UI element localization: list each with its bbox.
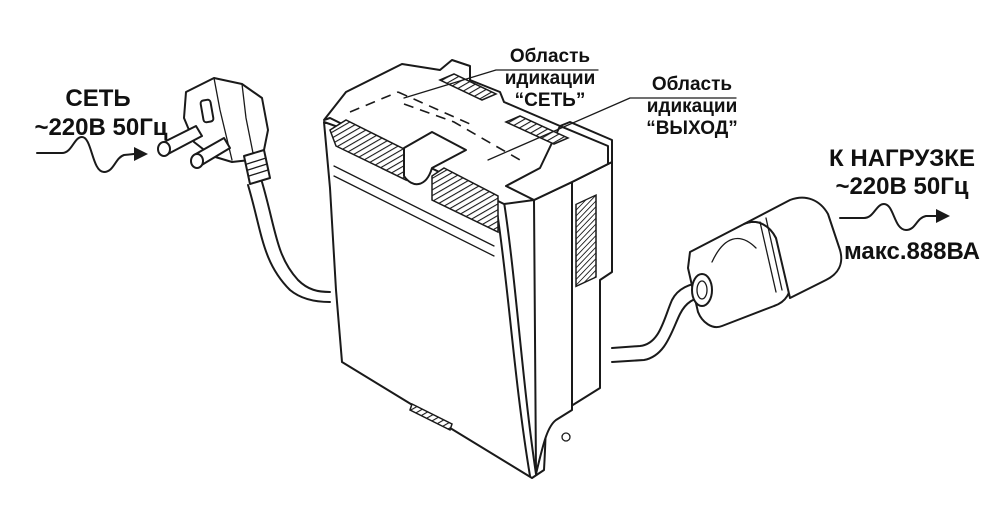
output-label: К НАГРУЗКЕ ~220В 50Гц xyxy=(812,145,992,201)
indicator-output-line1: Область xyxy=(651,74,733,95)
leader-lines xyxy=(403,69,737,161)
output-max-load: макс.888ВА xyxy=(832,238,992,266)
input-spec-text: ~220В 50Гц xyxy=(34,114,168,141)
input-title: СЕТЬ xyxy=(65,85,131,112)
stabilizer-device xyxy=(323,59,613,479)
indicator-mains-line1: Область xyxy=(509,46,591,67)
indicator-output-line2: идикации xyxy=(646,96,738,117)
output-max-load-text: макс.888ВА xyxy=(843,238,980,265)
output-socket-icon xyxy=(687,196,843,328)
power-plug-icon xyxy=(157,77,271,185)
indicator-mains-label: Область идикации “СЕТЬ” xyxy=(490,46,610,112)
input-spec: ~220В 50Гц xyxy=(16,114,186,142)
input-label: СЕТЬ xyxy=(38,85,158,113)
indicator-mains-line3: “СЕТЬ” xyxy=(514,90,586,111)
input-cable xyxy=(247,181,331,303)
output-wave-arrow-icon xyxy=(839,203,950,231)
output-title: К НАГРУЗКЕ xyxy=(829,145,975,172)
output-spec: ~220В 50Гц xyxy=(835,173,969,200)
indicator-mains-line2: идикации xyxy=(504,68,596,89)
indicator-output-line3: “ВЫХОД” xyxy=(646,118,738,139)
input-wave-arrow-icon xyxy=(36,136,148,173)
indicator-output-label: Область идикации “ВЫХОД” xyxy=(632,74,752,140)
